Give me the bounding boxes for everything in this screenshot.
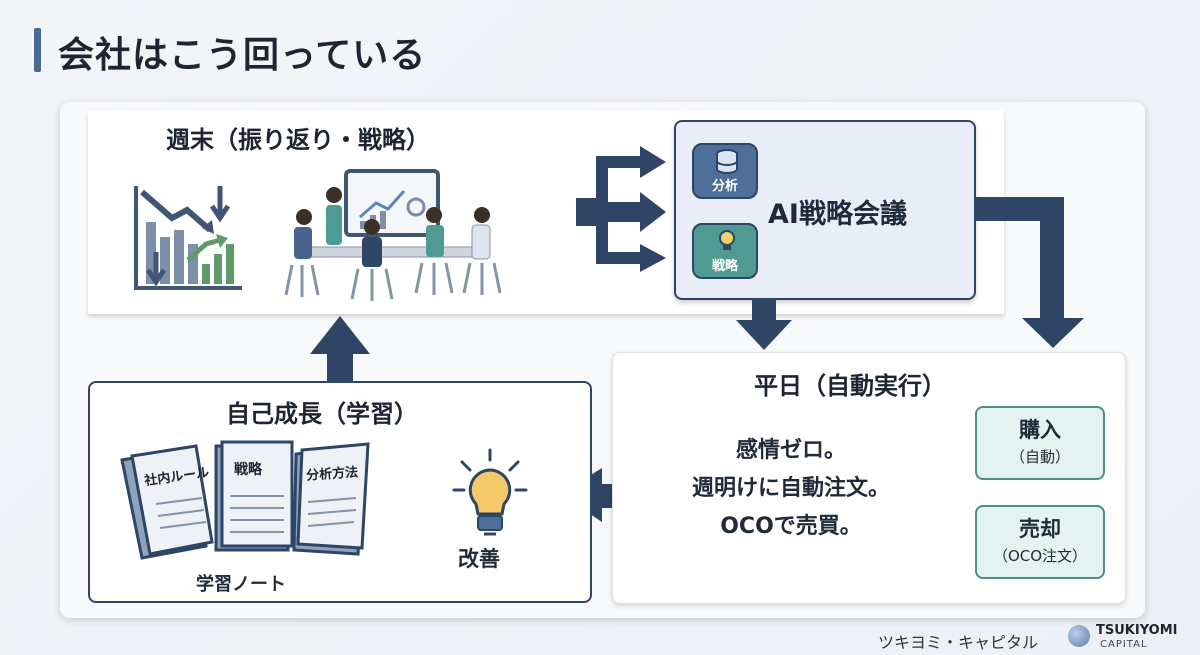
weekday-line-3: OCOで売買。 xyxy=(720,514,862,539)
improvement-label: 改善 xyxy=(458,547,500,571)
weekday-line-2: 週明けに自動注文。 xyxy=(691,476,890,501)
database-icon xyxy=(716,149,738,174)
lightbulb-icon xyxy=(452,448,528,536)
ai-meeting-title: AI戦略会議 xyxy=(768,199,907,230)
weekday-description: 感情ゼロ。 週明けに自動注文。 OCOで売買。 xyxy=(660,432,922,546)
moon-logo-icon xyxy=(1068,625,1090,647)
strategy-label: 戦略 xyxy=(711,259,738,274)
weekend-heading: 週末（振り返り・戦略） xyxy=(166,126,430,154)
logo-sub-text: CAPITAL xyxy=(1100,639,1148,650)
team-meeting-illustration xyxy=(284,169,502,301)
note-title-strategy: 戦略 xyxy=(234,461,263,478)
analysis-label: 分析 xyxy=(711,179,738,194)
learning-notebooks-illustration: 社内ルール 戦略 分析方法 xyxy=(120,440,370,560)
sell-label: 売却 xyxy=(1019,517,1061,541)
strategy-bubble: 戦略 xyxy=(692,223,758,279)
analysis-bubble: 分析 xyxy=(692,143,758,199)
note-title-analysis-method: 分析方法 xyxy=(306,464,359,484)
buy-label: 購入 xyxy=(1019,418,1061,442)
learning-note-caption: 学習ノート xyxy=(196,574,286,595)
weekday-line-1: 感情ゼロ。 xyxy=(735,438,846,463)
sell-box: 売却 （OCO注文） xyxy=(975,505,1105,579)
growth-heading: 自己成長（学習） xyxy=(226,400,418,428)
buy-sub-label: （自動） xyxy=(1009,448,1070,466)
buy-box: 購入 （自動） xyxy=(975,406,1105,480)
weekday-heading: 平日（自動実行） xyxy=(754,372,946,400)
title-accent-bar xyxy=(34,28,41,72)
chart-analysis-icon xyxy=(134,186,242,290)
page-title: 会社はこう回っている xyxy=(58,35,427,76)
small-lightbulb-icon xyxy=(719,230,735,250)
sell-sub-label: （OCO注文） xyxy=(992,547,1088,565)
company-name-jp: ツキヨミ・キャピタル xyxy=(878,633,1039,652)
logo-main-text: TSUKIYOMI xyxy=(1096,623,1178,638)
